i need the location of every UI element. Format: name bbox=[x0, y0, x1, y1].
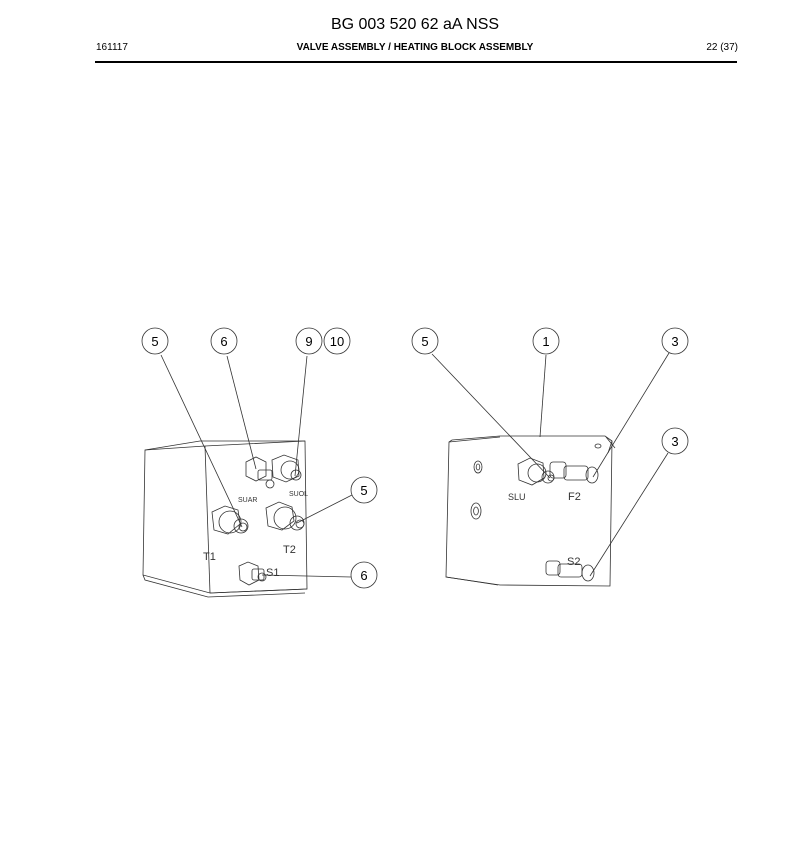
callout-6: 6 bbox=[210, 327, 238, 355]
svg-text:10: 10 bbox=[330, 334, 344, 349]
port-label-s1: S1 bbox=[266, 567, 279, 579]
callout-6: 6 bbox=[350, 561, 378, 589]
fitting-s2 bbox=[545, 560, 595, 582]
document-title: BG 003 520 62 aA NSS bbox=[330, 16, 500, 33]
leader-line bbox=[539, 354, 547, 438]
svg-text:6: 6 bbox=[360, 568, 367, 583]
leader-line bbox=[589, 452, 669, 577]
fitting-slu bbox=[517, 457, 555, 486]
leader-line bbox=[261, 574, 352, 578]
port-label-t2: T2 bbox=[283, 544, 296, 556]
svg-text:3: 3 bbox=[671, 334, 678, 349]
port-label-suar: SUAR bbox=[238, 497, 257, 504]
left-heating-block: T1 T2 S1 SUAR SUOL bbox=[142, 354, 353, 598]
leader-line bbox=[592, 352, 670, 478]
callout-3: 3 bbox=[661, 427, 689, 455]
svg-text:5: 5 bbox=[151, 334, 158, 349]
document-code: 161117 bbox=[96, 42, 128, 53]
fitting-s1 bbox=[238, 561, 267, 586]
callout-3: 3 bbox=[661, 327, 689, 355]
port-label-s2: S2 bbox=[567, 556, 580, 568]
leader-line bbox=[160, 354, 243, 528]
callout-9: 9 bbox=[295, 327, 323, 355]
port-label-t1: T1 bbox=[203, 551, 216, 563]
svg-text:6: 6 bbox=[220, 334, 227, 349]
mounting-hole bbox=[473, 460, 483, 474]
port-label-slu: SLU bbox=[508, 492, 526, 502]
leader-line bbox=[431, 353, 551, 479]
leader-line bbox=[296, 494, 353, 524]
port-label-suol: SUOL bbox=[289, 491, 308, 498]
callout-1: 1 bbox=[532, 327, 560, 355]
right-valve-block: SLU F2 S2 bbox=[431, 352, 670, 587]
callout-5: 5 bbox=[350, 476, 378, 504]
svg-text:1: 1 bbox=[542, 334, 549, 349]
svg-text:5: 5 bbox=[360, 483, 367, 498]
mounting-hole bbox=[470, 502, 482, 520]
page-number: 22 (37) bbox=[706, 42, 738, 53]
fitting-suar bbox=[245, 456, 275, 489]
fitting-f2 bbox=[549, 461, 599, 484]
leader-line bbox=[226, 355, 257, 470]
header-rule bbox=[95, 61, 737, 63]
svg-text:5: 5 bbox=[421, 334, 428, 349]
callout-10: 10 bbox=[323, 327, 351, 355]
section-title: VALVE ASSEMBLY / HEATING BLOCK ASSEMBLY bbox=[296, 42, 534, 53]
svg-text:9: 9 bbox=[305, 334, 312, 349]
fitting-t1 bbox=[211, 505, 249, 535]
callout-5: 5 bbox=[141, 327, 169, 355]
port-label-f2: F2 bbox=[568, 491, 581, 503]
fitting-t2 bbox=[265, 501, 305, 531]
callout-5: 5 bbox=[411, 327, 439, 355]
leader-line bbox=[294, 355, 308, 477]
svg-text:3: 3 bbox=[671, 434, 678, 449]
